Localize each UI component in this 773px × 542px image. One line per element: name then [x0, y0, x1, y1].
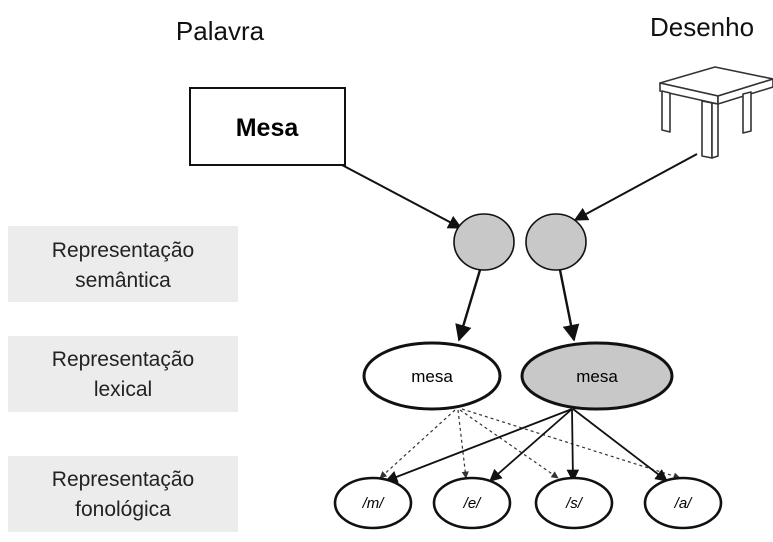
dotted-arrow-to-m [379, 409, 456, 479]
lexical-node-drawing [520, 341, 674, 411]
level-semantic-line2: semântica [75, 269, 171, 292]
phoneme-node-a [643, 476, 723, 530]
level-panel-lexical [8, 336, 238, 412]
level-lexical-line2: lexical [94, 378, 152, 401]
dotted-arrow-to-e [457, 409, 469, 479]
arrow-drawing-to-semantic [573, 153, 698, 221]
level-phonological-line1: Representação [52, 468, 194, 491]
solid-arrow-to-a [572, 408, 669, 482]
level-panel-phonological [8, 456, 238, 532]
arrow-semantic-to-lexical-word [455, 269, 482, 342]
dotted-arrow-to-s [459, 409, 559, 479]
word-box-label: Mesa [236, 114, 300, 142]
word-box [189, 87, 346, 166]
phoneme-label-a: /a/ [674, 495, 694, 512]
table-drawing-icon [659, 66, 773, 159]
dotted-arrow-to-a [461, 408, 681, 480]
phoneme-label-s: /s/ [565, 495, 584, 512]
semantic-node-word [453, 213, 515, 271]
level-phonological-line2: fonológica [75, 498, 171, 521]
level-panel-semantic [8, 226, 238, 302]
phoneme-node-e [432, 476, 512, 530]
lexical-node-word [362, 341, 502, 411]
solid-arrow-to-s [566, 408, 580, 483]
phoneme-label-m: /m/ [362, 495, 386, 512]
level-lexical-line1: Representação [52, 348, 194, 371]
arrow-semantic-to-lexical-drawing [558, 269, 580, 342]
phoneme-node-s [534, 476, 614, 530]
word-column-title: Palavra [176, 16, 265, 46]
semantic-node-drawing [525, 213, 587, 271]
phoneme-label-e: /e/ [463, 495, 483, 512]
drawing-column-title: Desenho [650, 12, 754, 42]
lexical-node-drawing-label: mesa [576, 367, 618, 386]
phoneme-node-m [333, 476, 413, 530]
level-semantic-line1: Representação [52, 239, 194, 262]
arrow-word-to-semantic [341, 164, 463, 229]
solid-arrow-to-m [384, 408, 573, 483]
solid-arrow-to-e [489, 408, 573, 482]
lexical-node-word-label: mesa [411, 367, 453, 386]
